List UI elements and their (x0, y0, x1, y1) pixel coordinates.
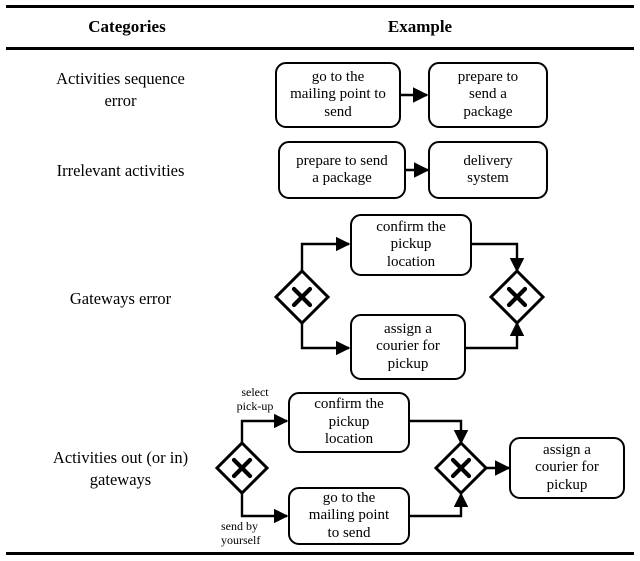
row-label-gateways-error: Gateways error (8, 288, 233, 310)
task-line: delivery (463, 152, 513, 169)
task-go-to-mailing-point[interactable]: go to the mailing point to send (275, 62, 401, 128)
column-header-categories: Categories (88, 17, 166, 36)
exclusive-gateway-icon (215, 441, 269, 495)
task-line: to send (327, 524, 371, 541)
flow-label-line: yourself (221, 533, 291, 547)
task-line: go to the (311, 68, 365, 85)
row-label-line: Gateways error (8, 288, 233, 310)
row-label-text-line1: Activities out (or in) (52, 448, 189, 467)
task-line: courier for (376, 338, 440, 355)
exclusive-gateway-icon (489, 269, 545, 325)
row-label-line: Activities out (or in) (8, 447, 233, 469)
row-label-line: error (8, 90, 233, 112)
task-delivery-system[interactable]: delivery system (428, 141, 548, 199)
flow-label-text-line2: yourself (221, 533, 261, 548)
gateway-exclusive-merge-row3[interactable] (489, 269, 545, 325)
row-label-text-line2: gateways (89, 470, 152, 490)
row-label-text-line1: Activities sequence (56, 69, 185, 88)
task-line: send a (469, 86, 507, 103)
flow-label-select-pick-up: select pick-up (222, 385, 288, 413)
task-line: location (324, 431, 374, 448)
task-line: pickup (546, 476, 588, 493)
task-go-to-mailing-point-row4[interactable]: go to the mailing point to send (288, 487, 410, 545)
task-line: mailing point (308, 507, 390, 524)
task-line: prepare to (457, 68, 519, 85)
task-prepare-to-send-package[interactable]: prepare to send a package (428, 62, 548, 128)
task-prepare-to-send-a-package[interactable]: prepare to send a package (278, 141, 406, 199)
flow-label-text-line2: pick-up (236, 399, 274, 414)
row-label-text-line1: Irrelevant activities (56, 161, 185, 180)
gateway-exclusive-split-row3[interactable] (274, 269, 330, 325)
flow-label-text-line1: send by (221, 519, 258, 533)
row-label-text-line1: Gateways error (69, 289, 172, 308)
task-line: pickup (328, 413, 370, 430)
task-line: send (324, 103, 352, 120)
task-line: confirm the (314, 396, 384, 413)
task-confirm-pickup-location-row3[interactable]: confirm the pickup location (350, 214, 472, 276)
task-line: pickup (387, 355, 429, 372)
task-confirm-pickup-location-row4[interactable]: confirm the pickup location (288, 392, 410, 453)
row-label-line: gateways (8, 469, 233, 491)
row-label-activities-sequence-error: Activities sequence error (8, 68, 233, 113)
task-line: pickup (390, 236, 432, 253)
task-line: mailing point to (290, 86, 386, 103)
row-label-line: Activities sequence (8, 68, 233, 90)
table-header-border (6, 47, 634, 50)
task-line: prepare to send (296, 152, 388, 169)
flow-label-text-line1: select (241, 385, 269, 399)
flow-label-line: pick-up (222, 399, 288, 413)
task-line: assign a (543, 441, 591, 458)
task-line: a package (312, 170, 372, 186)
task-line: system (467, 170, 509, 186)
task-line: package (463, 103, 513, 120)
task-line: location (386, 253, 436, 270)
task-line: courier for (535, 459, 599, 476)
exclusive-gateway-icon (274, 269, 330, 325)
table-bottom-border (6, 552, 634, 555)
row-label-activities-out-or-in-gateways: Activities out (or in) gateways (8, 447, 233, 492)
column-header-example: Example (387, 17, 453, 36)
task-line: confirm the (376, 218, 446, 235)
table-top-border (6, 5, 634, 8)
row-label-irrelevant-activities: Irrelevant activities (8, 160, 233, 182)
flow-label-line: send by (221, 519, 291, 533)
task-line: go to the (322, 489, 376, 506)
row-label-line: Irrelevant activities (8, 160, 233, 182)
gateway-exclusive-split-row4[interactable] (215, 441, 269, 495)
task-assign-courier-row3[interactable]: assign a courier for pickup (350, 314, 466, 380)
flow-label-send-by-yourself: send by yourself (221, 519, 291, 547)
task-assign-courier-row4[interactable]: assign a courier for pickup (509, 437, 625, 499)
flow-label-line: select (222, 385, 288, 399)
gateway-exclusive-merge-row4[interactable] (434, 441, 488, 495)
task-line: assign a (384, 320, 432, 337)
row-label-text-line2: error (104, 91, 137, 111)
exclusive-gateway-icon (434, 441, 488, 495)
